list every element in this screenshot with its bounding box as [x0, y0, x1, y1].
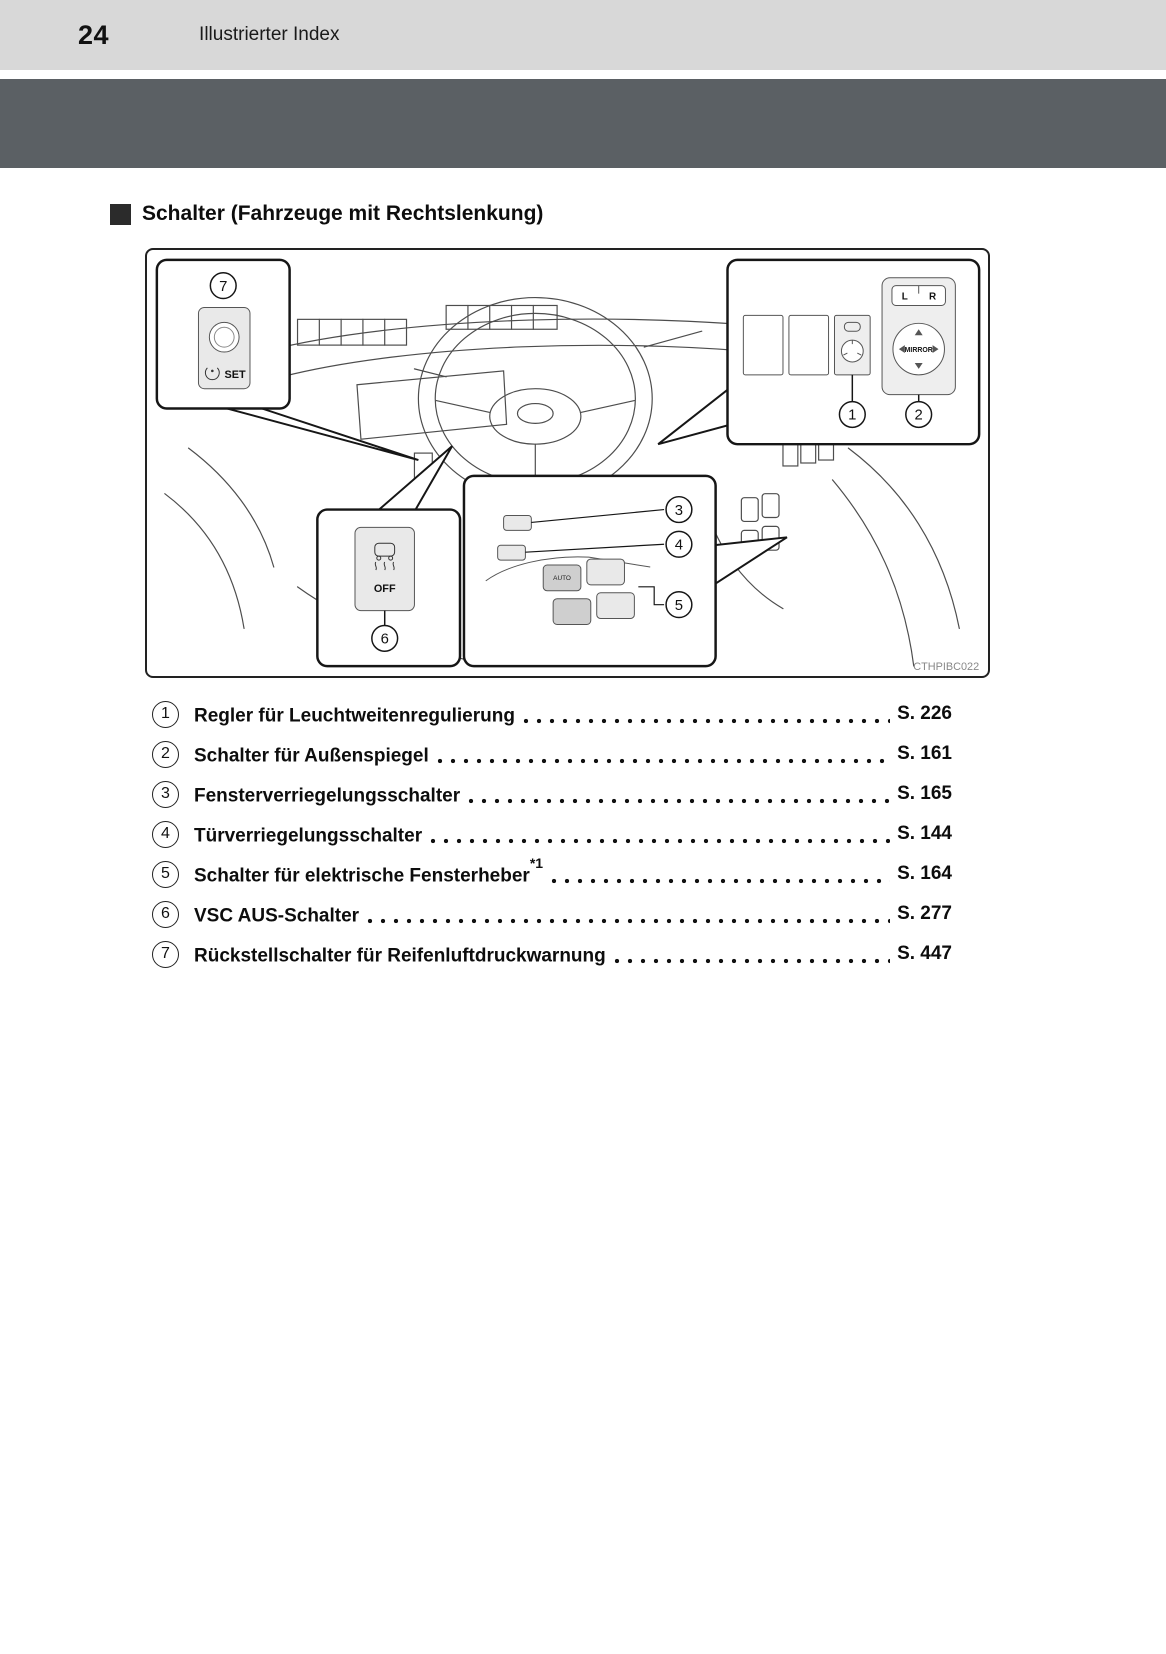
list-item: 3 Fensterverriegelungsschalter S. 165 — [152, 774, 952, 814]
item-label: Schalter für Außenspiegel — [194, 745, 429, 767]
dot-leader — [468, 798, 891, 804]
mirror-left-label: L — [902, 292, 908, 303]
item-number-badge: 4 — [152, 820, 179, 848]
illustrated-index-list: 1 Regler für Leuchtweitenregulierung S. … — [152, 694, 952, 974]
item-page-ref: S. 164 — [897, 863, 952, 884]
blank-switch-panel-2 — [788, 314, 830, 376]
callout-circle-3 — [665, 495, 693, 524]
dot-leader — [551, 878, 891, 884]
mirror-arrow-right-icon — [932, 345, 939, 354]
item-label: Rückstellschalter für Reifenluftdruckwar… — [194, 945, 606, 967]
list-item: 7 Rückstellschalter für Reifenluftdruckw… — [152, 934, 952, 974]
mirror-arrow-down-icon — [914, 362, 923, 369]
dot-leader — [367, 918, 891, 924]
callout-circle-6 — [371, 624, 399, 652]
item-label: Türverriegelungsschalter — [194, 825, 423, 847]
callout-box-vsc: OFF 6 — [316, 445, 462, 668]
header-title: Illustrierter Index — [199, 24, 340, 45]
item-label: Schalter für elektrische Fensterheber*1 — [194, 854, 544, 887]
callout-box-door-switches: 3 4 AUTO 5 — [462, 474, 788, 668]
item-number-badge: 6 — [152, 900, 179, 928]
callout-number-6: 6 — [381, 632, 389, 648]
mirror-label: MIRROR — [905, 347, 933, 354]
callout-circle-2 — [905, 400, 933, 429]
item-page-ref: S. 277 — [897, 903, 952, 924]
power-window-switch-4 — [596, 592, 635, 620]
callout-number-7: 7 — [219, 279, 227, 295]
item-page-ref: S. 144 — [897, 823, 952, 844]
item-page-ref: S. 226 — [897, 703, 952, 724]
section-square-bullet — [110, 203, 131, 225]
list-item: 1 Regler für Leuchtweitenregulierung S. … — [152, 694, 952, 734]
callout-circle-7 — [209, 272, 237, 300]
dot-leader — [436, 758, 891, 764]
dot-leader — [613, 958, 891, 964]
item-label: Fensterverriegelungsschalter — [194, 785, 461, 807]
item-page-ref: S. 447 — [897, 943, 952, 964]
item-number-badge: 7 — [152, 940, 179, 968]
item-page-ref: S. 161 — [897, 743, 952, 764]
figure-code: CTHPIBC022 — [913, 661, 979, 673]
callout-circle-4 — [665, 530, 693, 558]
item-number-badge: 5 — [152, 860, 179, 888]
dashboard-figure: 7 SET 1 L R MIRROR 2 — [145, 248, 990, 678]
mirror-arrow-left-icon — [898, 345, 905, 354]
tpms-set-label: SET — [225, 369, 247, 381]
item-label: Regler für Leuchtweitenregulierung — [194, 705, 515, 727]
power-window-switch-2 — [586, 558, 625, 586]
vsc-car-icon — [374, 542, 396, 557]
section-title: Schalter (Fahrzeuge mit Rechtslenkung) — [142, 202, 544, 225]
tpms-warning-icon — [204, 367, 220, 381]
list-item: 6 VSC AUS-Schalter S. 277 — [152, 894, 952, 934]
window-lock-switch — [503, 515, 532, 531]
list-item: 4 Türverriegelungsschalter S. 144 — [152, 814, 952, 854]
vsc-off-label: OFF — [374, 583, 396, 595]
callout-circle-5 — [665, 591, 693, 619]
auto-label: AUTO — [553, 575, 571, 582]
callout-box-tpms: 7 SET — [155, 258, 419, 461]
power-window-switch-auto — [542, 564, 582, 592]
callout-box-mirror-leveling: 1 L R MIRROR 2 — [657, 258, 981, 446]
mirror-right-label: R — [929, 292, 936, 303]
callout-number-3: 3 — [675, 503, 683, 519]
band-gap — [0, 70, 1166, 79]
power-window-switch-3 — [552, 598, 592, 625]
dashboard-illustration: 7 SET 1 L R MIRROR 2 — [155, 258, 981, 673]
mirror-arrow-up-icon — [914, 329, 923, 336]
door-lock-switch — [497, 544, 526, 561]
callout-circle-1 — [838, 400, 866, 429]
dot-leader — [522, 718, 891, 724]
chapter-band — [0, 79, 1166, 168]
blank-switch-panel-1 — [742, 314, 784, 376]
item-number-badge: 2 — [152, 740, 179, 768]
item-page-ref: S. 165 — [897, 783, 952, 804]
callout-number-4: 4 — [675, 537, 683, 553]
section-heading: Schalter (Fahrzeuge mit Rechtslenkung) — [110, 202, 1166, 226]
callout-number-2: 2 — [915, 408, 923, 424]
item-number-badge: 1 — [152, 700, 179, 728]
callout-number-5: 5 — [675, 598, 683, 614]
list-item: 2 Schalter für Außenspiegel S. 161 — [152, 734, 952, 774]
page-header: 24 Illustrierter Index — [0, 0, 1166, 70]
item-number-badge: 3 — [152, 780, 179, 808]
list-item: 5 Schalter für elektrische Fensterheber*… — [152, 854, 952, 894]
dot-leader — [430, 838, 891, 844]
callout-number-1: 1 — [848, 408, 856, 424]
item-label: VSC AUS-Schalter — [194, 905, 360, 927]
page-number: 24 — [78, 19, 110, 50]
